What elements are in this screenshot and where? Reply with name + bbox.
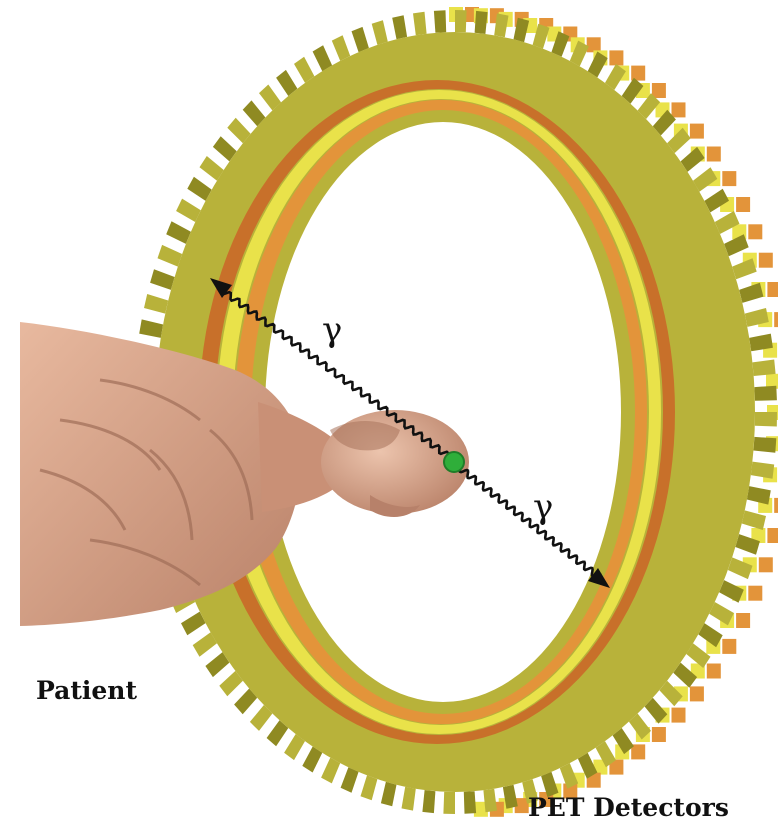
detector-tooth [747, 486, 771, 505]
detector-crystal-block [609, 50, 623, 65]
detector-tooth [361, 775, 378, 800]
detector-tooth [158, 245, 183, 267]
detector-crystal-block [748, 586, 762, 601]
detector-tooth [422, 790, 435, 813]
detector-tooth [352, 27, 369, 52]
detector-tooth [434, 10, 446, 33]
detector-crystal-block [690, 124, 704, 139]
gamma-ray-lower-icon [460, 468, 601, 578]
detector-tooth [144, 294, 168, 314]
detector-tooth [739, 283, 763, 303]
detector-tooth [372, 20, 388, 45]
detector-crystal-block [631, 66, 645, 81]
detector-tooth [754, 437, 777, 453]
detector-crystal-block [690, 686, 704, 701]
detector-tooth [166, 221, 191, 244]
detector-crystal-block [774, 498, 778, 513]
gamma-label-upper: γ [322, 310, 342, 350]
detector-crystal-block [767, 528, 778, 543]
detector-tooth [755, 412, 777, 427]
detector-crystal-block [759, 557, 773, 572]
detector-tooth [139, 319, 163, 338]
detector-crystal-block [774, 312, 778, 327]
detector-crystal-block [707, 664, 721, 679]
pet-detectors-label: PET Detectors [528, 793, 729, 822]
detector-tooth [443, 792, 455, 814]
detector-tooth [475, 11, 488, 34]
detector-crystal-block [759, 253, 773, 268]
annihilation-point-icon [444, 452, 464, 472]
detector-tooth [464, 791, 476, 814]
inner-band-orange [235, 100, 647, 724]
detector-tooth [332, 35, 350, 61]
detector-tooth [341, 767, 359, 793]
detector-tooth [413, 12, 427, 36]
detector-crystal-block [736, 613, 750, 628]
detector-crystal-block [736, 197, 750, 212]
gamma-label-lower: γ [533, 487, 553, 527]
detector-crystal-block [748, 224, 762, 239]
detector-tooth [150, 269, 175, 290]
detector-tooth [751, 462, 774, 479]
detector-crystal-block [707, 147, 721, 162]
detector-tooth [455, 10, 467, 32]
detector-tooth [752, 360, 775, 377]
detector-tooth [742, 510, 766, 530]
detector-tooth [754, 386, 777, 401]
detector-tooth [392, 15, 407, 39]
detector-crystal-block [672, 102, 686, 117]
detector-crystal-block [722, 639, 736, 654]
detector-crystal-block [652, 727, 666, 742]
detector-crystal-block [722, 171, 736, 186]
detector-crystal-block [672, 708, 686, 723]
patient-label: Patient [36, 676, 137, 705]
detector-tooth [402, 787, 416, 811]
detector-crystal-block [767, 282, 778, 297]
detector-crystal-block [587, 37, 601, 52]
detector-tooth [381, 782, 397, 807]
detector-tooth [483, 789, 497, 813]
detector-crystal-block [652, 83, 666, 98]
